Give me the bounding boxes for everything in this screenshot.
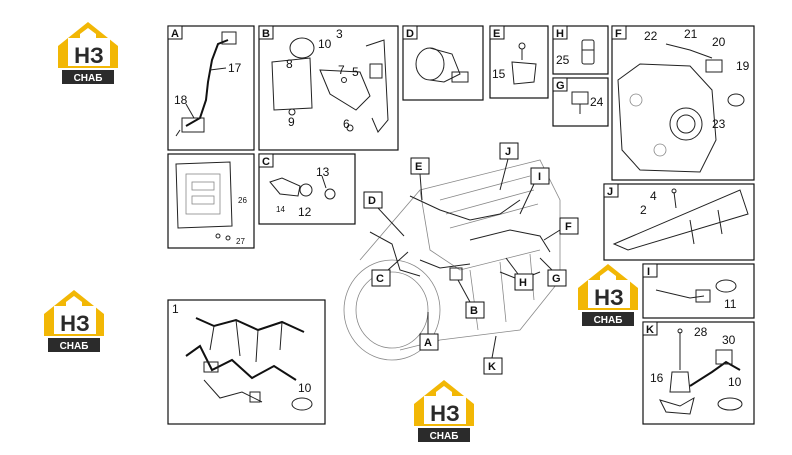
callout-9: 9	[288, 115, 295, 129]
callout-10: 10	[318, 37, 332, 51]
callout-17: 17	[228, 61, 242, 75]
callout-30: 30	[722, 333, 736, 347]
panel-j: J 4 2	[603, 183, 755, 261]
callout-23: 23	[712, 117, 726, 131]
engine-tag-h: H	[519, 277, 527, 289]
engine-tags: E J I D F C H G B A K	[363, 142, 579, 375]
logo-mark: НЗ	[594, 285, 624, 310]
engine-tag-k: K	[488, 361, 496, 373]
callout-20: 20	[712, 35, 726, 49]
panel-e-label: E	[493, 28, 500, 40]
callout-16: 16	[650, 371, 664, 385]
engine-tag-b: B	[470, 305, 478, 317]
panel-h: H 25	[552, 25, 609, 75]
panel-plate: 26 27	[167, 153, 255, 249]
callout-24: 24	[590, 95, 604, 109]
callout-28: 28	[694, 325, 708, 339]
callout-19: 19	[736, 59, 750, 73]
brand-logo-top: НЗ СНАБ	[58, 22, 118, 84]
panel-a: A 17 18	[167, 25, 255, 151]
engine-tag-a: A	[424, 337, 432, 349]
callout-10-harness: 10	[298, 381, 312, 395]
callout-18: 18	[174, 93, 188, 107]
callout-5: 5	[352, 65, 359, 79]
callout-22: 22	[644, 29, 658, 43]
callout-21: 21	[684, 27, 698, 41]
callout-4: 4	[650, 189, 657, 203]
panel-f: F 22 21 20 19 23	[611, 25, 755, 181]
engine-tag-f: F	[565, 221, 572, 233]
panel-i-label: I	[647, 266, 650, 278]
panel-a-label: A	[171, 28, 179, 40]
panel-i: I 11	[642, 263, 755, 319]
panel-k-label: K	[646, 324, 654, 336]
panel-k: K 28 30 16 10	[642, 321, 755, 425]
panel-j-label: J	[607, 186, 613, 198]
panel-b: B 3 10 8 7 5 9 6	[258, 25, 399, 151]
brand-logo-bottom: НЗ СНАБ	[414, 380, 474, 442]
engine-illustration	[343, 159, 561, 361]
logo-word: СНАБ	[594, 315, 623, 326]
callout-10-k: 10	[728, 375, 742, 389]
panel-b-label: B	[262, 28, 270, 40]
panel-f-label: F	[615, 28, 622, 40]
callout-11: 11	[724, 297, 737, 311]
logo-mark: НЗ	[60, 311, 90, 336]
logo-mark: НЗ	[74, 43, 104, 68]
callout-12: 12	[298, 205, 312, 219]
callout-7: 7	[338, 63, 345, 77]
engine-tag-c: C	[376, 273, 384, 285]
panel-c-label: C	[262, 156, 270, 168]
engine-tag-e: E	[415, 161, 422, 173]
logo-word: СНАБ	[74, 73, 103, 84]
panel-g-label: G	[556, 80, 565, 92]
panel-c: C 13 14 12	[258, 153, 356, 225]
callout-14: 14	[276, 205, 285, 214]
engine-tag-i: I	[538, 171, 541, 183]
panel-e: E 15	[489, 25, 549, 99]
engine-tag-j: J	[505, 146, 511, 158]
logo-word: СНАБ	[60, 341, 89, 352]
engine-tag-d: D	[368, 195, 376, 207]
callout-15: 15	[492, 67, 506, 81]
panel-d: D	[402, 25, 484, 101]
callout-6: 6	[343, 117, 350, 131]
callout-8: 8	[286, 57, 293, 71]
callout-2: 2	[640, 203, 647, 217]
callout-1: 1	[172, 302, 179, 316]
brand-logo-right: НЗ СНАБ	[578, 264, 638, 326]
panel-h-label: H	[556, 28, 564, 40]
engine-tag-g: G	[552, 273, 561, 285]
callout-3: 3	[336, 27, 343, 41]
logo-mark: НЗ	[430, 401, 460, 426]
brand-logo-left: НЗ СНАБ	[44, 290, 104, 352]
callout-13: 13	[316, 165, 330, 179]
callout-26: 26	[238, 196, 247, 205]
panel-d-label: D	[406, 28, 414, 40]
callout-27: 27	[236, 237, 245, 246]
callout-25: 25	[556, 53, 570, 67]
panel-harness: 1 10	[167, 299, 326, 425]
logo-word: СНАБ	[430, 431, 459, 442]
panel-g: G 24	[552, 77, 609, 127]
